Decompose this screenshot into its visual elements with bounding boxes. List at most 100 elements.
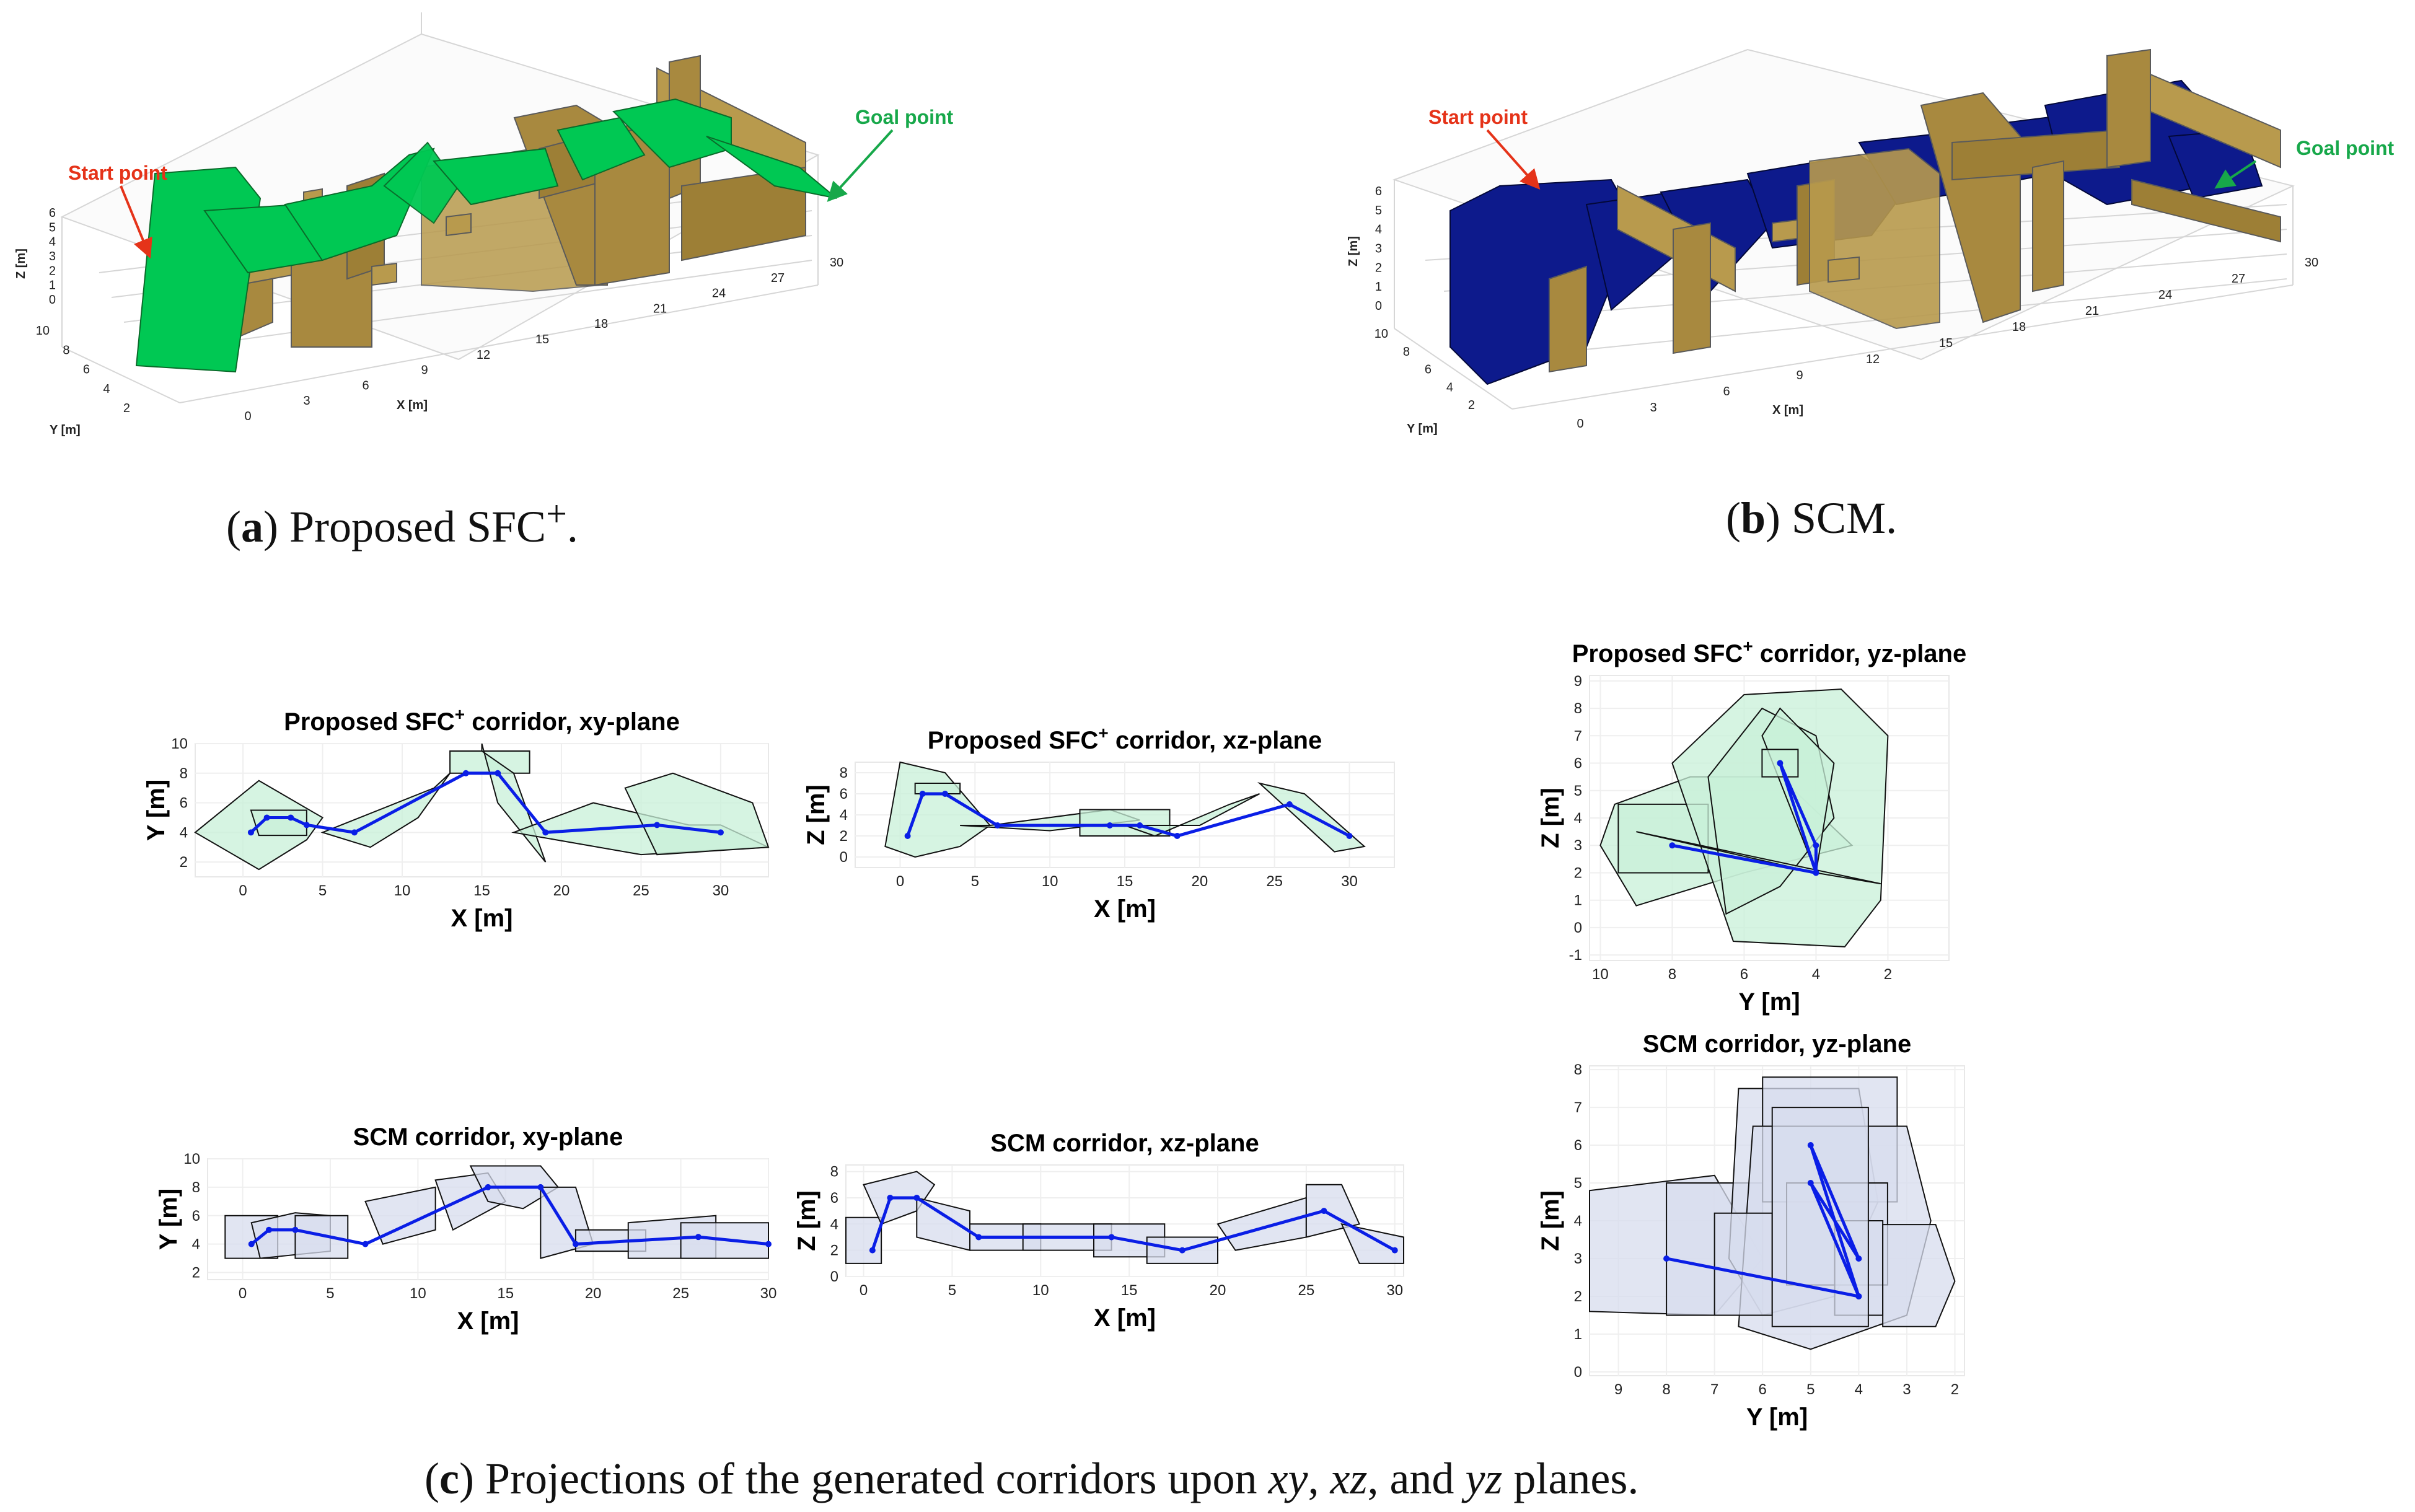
x-axis-label: X [m] bbox=[451, 905, 513, 932]
panel-a-y-tick: 4 bbox=[103, 382, 110, 396]
x-tick-label: 4 bbox=[1855, 1381, 1863, 1398]
x-tick-label: 6 bbox=[1759, 1381, 1767, 1398]
y-tick-label: 8 bbox=[840, 765, 848, 781]
y-tick-label: 6 bbox=[180, 795, 188, 812]
plot-title-sup: + bbox=[1743, 636, 1753, 656]
panel-b-z-tick: 0 bbox=[1375, 299, 1382, 313]
y-axis-label: Z [m] bbox=[803, 785, 830, 845]
y-tick-label: 8 bbox=[830, 1164, 838, 1180]
caption-a-sup: + bbox=[546, 493, 567, 534]
x-axis-label: X [m] bbox=[1094, 1304, 1156, 1332]
y-tick-label: 8 bbox=[1574, 1061, 1582, 1078]
y-tick-label: 1 bbox=[1574, 1326, 1582, 1343]
path-line bbox=[871, 1196, 1396, 1252]
y-tick-label: 8 bbox=[1574, 700, 1582, 717]
panel-a-z-tick: 1 bbox=[49, 279, 56, 292]
y-tick-label: 4 bbox=[192, 1236, 200, 1253]
y-axis-label: Y [m] bbox=[155, 1189, 182, 1250]
panel-a-y-tick: 10 bbox=[36, 324, 50, 338]
x-tick-label: 0 bbox=[239, 882, 247, 899]
panel-b-y-tick: 6 bbox=[1425, 363, 1432, 377]
caption-a: (a) Proposed SFC+. bbox=[226, 493, 578, 552]
path-point bbox=[717, 829, 724, 836]
caption-c: (c) Projections of the generated corrido… bbox=[424, 1454, 1639, 1503]
caption-c-letter: c bbox=[439, 1454, 459, 1503]
path-point bbox=[303, 822, 310, 829]
corridor-polygon bbox=[1617, 803, 1709, 874]
y-tick-label: 9 bbox=[1574, 673, 1582, 690]
x-tick-label: 25 bbox=[672, 1285, 689, 1302]
x-tick-label: 10 bbox=[1042, 873, 1058, 890]
x-tick-label: 8 bbox=[1668, 966, 1676, 983]
x-tick-label: 25 bbox=[633, 882, 649, 899]
x-tick-label: 30 bbox=[713, 882, 729, 899]
path-point bbox=[288, 814, 294, 821]
corridor-polygon bbox=[1882, 1224, 1956, 1327]
path-point bbox=[351, 829, 358, 836]
panel-a-z-tick: 0 bbox=[49, 293, 56, 307]
y-tick-label: 6 bbox=[192, 1208, 200, 1224]
path-point bbox=[1137, 822, 1143, 829]
y-axis-label: Y [m] bbox=[143, 780, 170, 841]
plot-title-main: SCM corridor, xz-plane bbox=[990, 1130, 1259, 1157]
y-tick-label: 4 bbox=[1574, 1213, 1582, 1229]
x-tick-label: 0 bbox=[896, 873, 904, 890]
panel-b-zlabel: Z [m] bbox=[1347, 236, 1360, 266]
panel-b-y-tick: 10 bbox=[1375, 327, 1388, 341]
y-tick-label: 6 bbox=[1574, 1137, 1582, 1154]
panel-b-y-tick: 2 bbox=[1468, 398, 1475, 412]
panel-a-y-tick: 2 bbox=[123, 402, 130, 415]
plot-title: Proposed SFC+ corridor, yz-plane bbox=[1572, 636, 1966, 667]
x-tick-label: 7 bbox=[1710, 1381, 1718, 1398]
x-tick-label: 4 bbox=[1812, 966, 1820, 983]
path-point bbox=[765, 1241, 772, 1247]
path-point bbox=[904, 833, 911, 839]
y-tick-label: 3 bbox=[1574, 837, 1582, 854]
path-point bbox=[654, 822, 661, 829]
path-point bbox=[695, 1234, 702, 1241]
y-axis-label: Z [m] bbox=[793, 1190, 820, 1251]
x-axis-label: X [m] bbox=[1094, 895, 1156, 923]
y-tick-label: 4 bbox=[180, 824, 188, 841]
panel-a-x-tick: 0 bbox=[244, 410, 251, 423]
corridor-polygon bbox=[1713, 1212, 1773, 1316]
x-tick-label: 30 bbox=[1386, 1282, 1403, 1299]
y-tick-label: 2 bbox=[192, 1265, 200, 1281]
y-tick-label: 2 bbox=[1574, 1288, 1582, 1305]
panel-a-z-tick: 6 bbox=[49, 206, 56, 220]
x-tick-label: 2 bbox=[1951, 1381, 1959, 1398]
path-point bbox=[1663, 1255, 1670, 1262]
corridor-polygon bbox=[294, 1215, 349, 1259]
panel-b-x-tick: 21 bbox=[2085, 304, 2099, 318]
x-tick-label: 5 bbox=[971, 873, 979, 890]
panel-a-ylabel: Y [m] bbox=[50, 423, 81, 437]
path-point bbox=[1813, 869, 1819, 876]
caption-a-text: Proposed SFC bbox=[289, 502, 547, 552]
x-tick-label: 15 bbox=[497, 1285, 514, 1302]
y-tick-label: 0 bbox=[1574, 1364, 1582, 1381]
path-point bbox=[1777, 760, 1784, 767]
caption-c-post: planes. bbox=[1513, 1454, 1639, 1503]
panel-a-x-tick: 21 bbox=[653, 302, 667, 315]
path-point bbox=[919, 791, 926, 797]
plot-title: SCM corridor, yz-plane bbox=[1643, 1031, 1911, 1058]
path-point bbox=[1346, 833, 1353, 839]
path-point bbox=[542, 829, 549, 836]
plot-title-main: SCM corridor, yz-plane bbox=[1643, 1031, 1911, 1058]
x-tick-label: 30 bbox=[760, 1285, 777, 1302]
panel-b-start-arrow bbox=[1486, 129, 1541, 190]
corridor-polygon bbox=[1124, 793, 1260, 837]
y-tick-label: 4 bbox=[840, 807, 848, 824]
panel-a-x-tick: 18 bbox=[594, 317, 608, 331]
panel-a-x-tick: 15 bbox=[535, 333, 549, 346]
panel-b-z-tick: 5 bbox=[1375, 204, 1382, 218]
x-tick-label: 0 bbox=[239, 1285, 247, 1302]
panel-a-x-tick: 6 bbox=[362, 379, 369, 392]
plot-title: Proposed SFC+ corridor, xz-plane bbox=[928, 723, 1322, 754]
x-tick-label: 15 bbox=[1121, 1282, 1138, 1299]
path-point bbox=[263, 814, 270, 821]
